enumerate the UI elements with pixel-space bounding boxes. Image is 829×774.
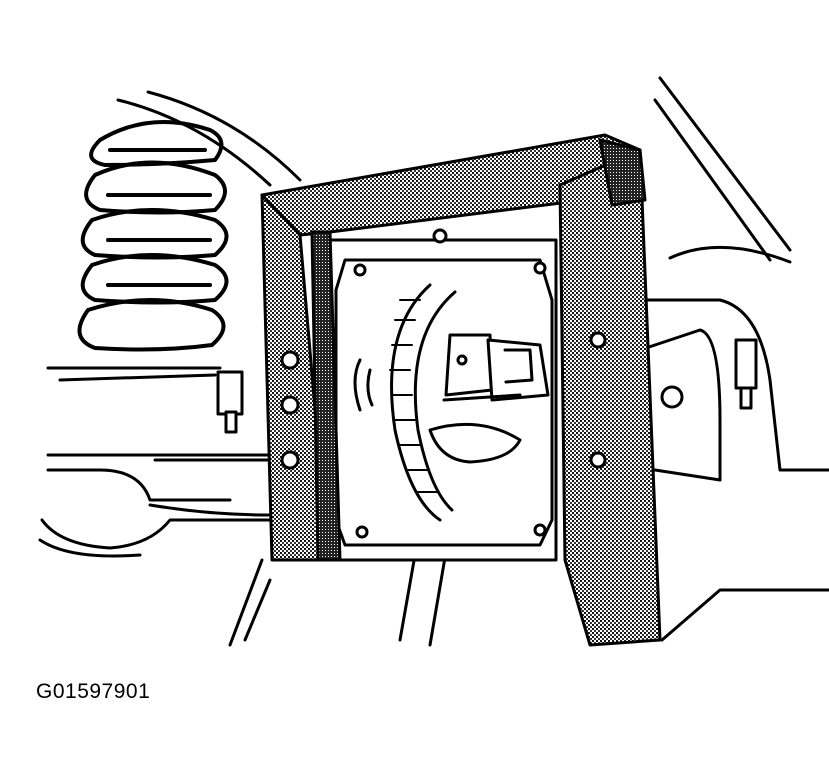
figure-id-label: G01597901 bbox=[36, 680, 151, 703]
chassis-lines bbox=[38, 76, 829, 647]
spring-seat bbox=[46, 366, 244, 434]
right-mount-bolt bbox=[660, 338, 758, 410]
spreader-frame bbox=[260, 133, 662, 647]
coil-spring bbox=[77, 120, 229, 352]
differential-housing bbox=[328, 228, 558, 562]
